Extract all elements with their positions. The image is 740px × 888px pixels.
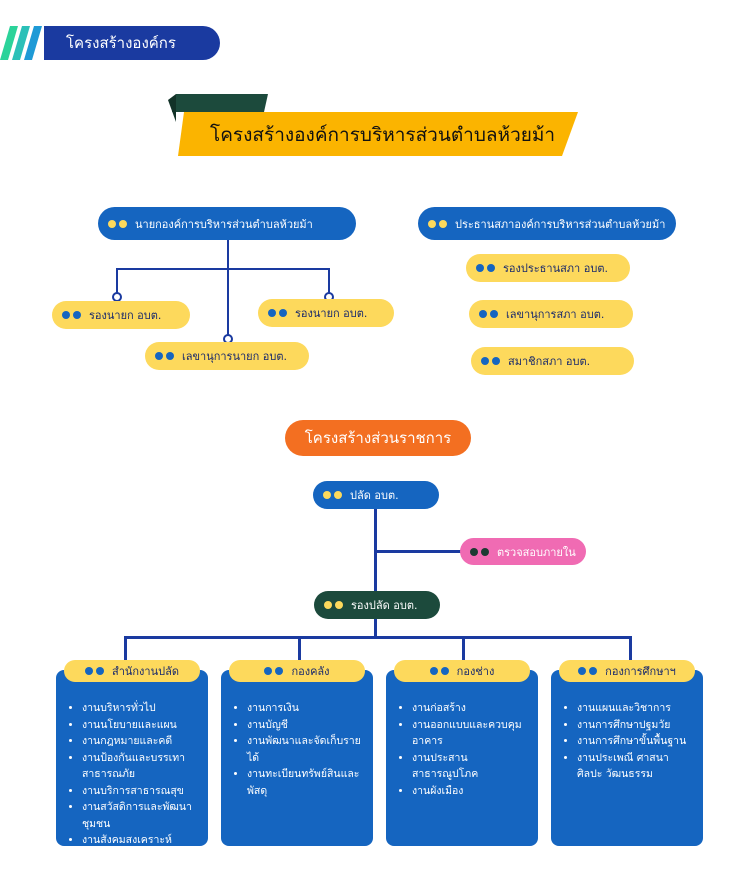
department-task-list: งานการเงิน งานบัญชี งานพัฒนาและจัดเก็บรา… [221,670,373,799]
exec-chief: นายกองค์การบริหารส่วนตำบลห้วยม้า [98,207,356,240]
dots-icon [155,352,174,360]
gov-clerk: ปลัด อบต. [313,481,439,509]
council-president-label: ประธานสภาองค์การบริหารส่วนตำบลห้วยม้า [455,217,666,231]
gov-connector [462,636,465,662]
council-member-label: สมาชิกสภา อบต. [508,355,591,368]
department-task: งานบริการสาธารณสุข [82,783,200,800]
council-vice-president-label: รองประธานสภา อบต. [503,262,608,275]
gov-title-label: โครงสร้างส่วนราชการ [304,429,452,447]
exec-connector [116,268,330,270]
gov-title: โครงสร้างส่วนราชการ [285,420,471,456]
department-card: กองคลัง งานการเงิน งานบัญชี งานพัฒนาและจ… [221,660,373,846]
exec-secretary-label: เลขานุการนายก อบต. [182,350,287,363]
department-header: กองช่าง [394,660,530,682]
department-card: กองช่าง งานก่อสร้าง งานออกแบบและควบคุมอา… [386,660,538,846]
department-task: งานการศึกษาปฐมวัย [577,717,695,734]
exec-connector [328,268,330,294]
council-president: ประธานสภาองค์การบริหารส่วนตำบลห้วยม้า [418,207,676,240]
department-name: กองคลัง [291,665,330,678]
department-task-list: งานบริหารทั่วไป งานนโยบายและแผน งานกฎหมา… [56,670,208,849]
exec-deputy-left: รองนายก อบต. [52,301,190,329]
department-header: กองคลัง [229,660,365,682]
gov-connector [124,636,632,639]
dots-icon [479,310,498,318]
department-task: งานการศึกษาขั้นพื้นฐาน [577,733,695,750]
council-secretary-label: เลขานุการสภา อบต. [506,308,605,321]
dots-icon [264,667,284,675]
department-task: งานบริหารทั่วไป [82,700,200,717]
council-vice-president: รองประธานสภา อบต. [466,254,630,282]
exec-chief-label: นายกองค์การบริหารส่วนตำบลห้วยม้า [135,217,313,231]
department-task: งานนโยบายและแผน [82,717,200,734]
banner-title: โครงสร้างองค์การบริหารส่วนตำบลห้วยม้า [210,124,556,146]
exec-connector [116,268,118,294]
header-title: โครงสร้างองค์กร [66,34,176,52]
department-task: งานสวัสดิการและพัฒนาชุมชน [82,799,200,832]
dots-icon [428,219,447,228]
department-task: งานการเงิน [247,700,365,717]
department-task: งานผังเมือง [412,783,530,800]
gov-connector [298,636,301,662]
dots-icon [429,667,449,675]
department-task-list: งานแผนและวิชาการ งานการศึกษาปฐมวัย งานกา… [551,670,703,783]
dots-icon [481,357,500,365]
exec-deputy-right: รองนายก อบต. [258,299,394,327]
dots-icon [84,667,104,675]
dots-icon [108,219,127,228]
dots-icon [476,264,495,272]
department-task-list: งานก่อสร้าง งานออกแบบและควบคุมอาคาร งานป… [386,670,538,799]
department-header: กองการศึกษาฯ [559,660,695,682]
dots-icon [324,601,343,609]
banner: โครงสร้างองค์การบริหารส่วนตำบลห้วยม้า [168,94,608,164]
department-task: งานแผนและวิชาการ [577,700,695,717]
exec-deputy-left-label: รองนายก อบต. [89,309,162,322]
department-task: งานพัฒนาและจัดเก็บรายได้ [247,733,365,766]
council-member: สมาชิกสภา อบต. [471,347,634,375]
department-task: งานป้องกันและบรรเทาสาธารณภัย [82,750,200,783]
gov-deputy-clerk: รองปลัด อบต. [314,591,440,619]
dots-icon [470,547,489,556]
gov-connector [374,550,464,553]
gov-connector [629,636,632,662]
dots-icon [268,309,287,317]
department-card: สำนักงานปลัด งานบริหารทั่วไป งานนโยบายแล… [56,660,208,849]
dots-icon [578,667,598,675]
gov-audit: ตรวจสอบภายใน [460,538,586,565]
gov-audit-label: ตรวจสอบภายใน [497,545,576,559]
council-secretary: เลขานุการสภา อบต. [469,300,633,328]
department-task: งานบัญชี [247,717,365,734]
exec-secretary: เลขานุการนายก อบต. [145,342,309,370]
dots-icon [323,491,342,499]
header-stripes [0,26,56,60]
gov-clerk-label: ปลัด อบต. [350,489,399,502]
department-name: กองช่าง [456,665,495,678]
department-task: งานออกแบบและควบคุมอาคาร [412,717,530,750]
department-task: งานประสานสาธารณูปโภค [412,750,530,783]
exec-connector [227,238,229,338]
dots-icon [62,311,81,319]
department-task: งานประเพณี ศาสนา ศิลปะ วัฒนธรรม [577,750,695,783]
department-task: งานทะเบียนทรัพย์สินและพัสดุ [247,766,365,799]
department-card: กองการศึกษาฯ งานแผนและวิชาการ งานการศึกษ… [551,660,703,846]
department-task: งานก่อสร้าง [412,700,530,717]
department-task: งานกฎหมายและคดี [82,733,200,750]
gov-connector [124,636,127,662]
department-name: สำนักงานปลัด [111,665,179,678]
gov-connector [374,506,377,638]
header-tab: โครงสร้างองค์กร [44,26,220,60]
exec-deputy-right-label: รองนายก อบต. [295,307,368,320]
department-header: สำนักงานปลัด [64,660,200,682]
department-name: กองการศึกษาฯ [605,665,676,678]
gov-deputy-clerk-label: รองปลัด อบต. [351,599,418,612]
department-task: งานสังคมสงเคราะห์ [82,832,200,849]
